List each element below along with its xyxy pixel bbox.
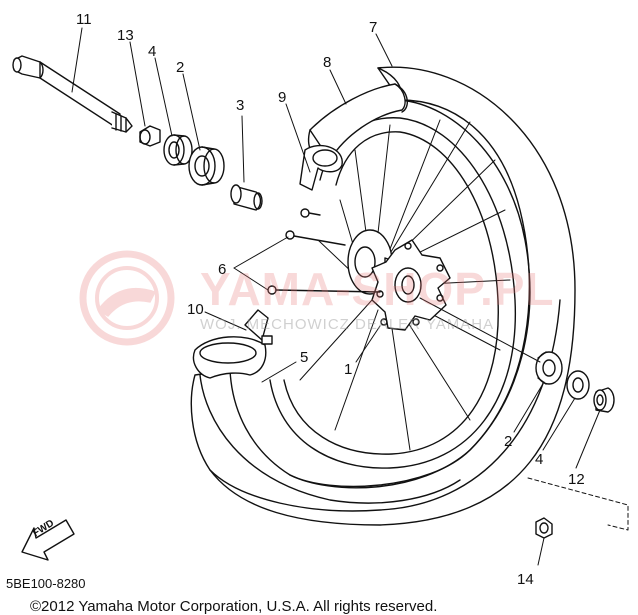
callout-3: 3 — [236, 97, 245, 114]
callout-11: 11 — [76, 11, 92, 28]
callout-6: 6 — [218, 261, 227, 278]
collar — [139, 125, 161, 147]
axle-centerline — [419, 297, 541, 363]
leader-lines — [71, 27, 601, 566]
callout-14: 14 — [517, 571, 534, 588]
spoke-nipples — [267, 208, 381, 295]
bearing-upper — [188, 146, 225, 186]
callout-4-upper: 4 — [148, 43, 157, 60]
parts-12-14-bracket — [527, 477, 629, 531]
callout-2-lower: 2 — [504, 433, 513, 450]
axle-nut — [535, 517, 553, 539]
hub — [347, 229, 451, 331]
callout-1: 1 — [344, 361, 353, 378]
fwd-arrow-icon — [21, 519, 75, 561]
oil-seal-upper — [163, 134, 193, 166]
copyright-notice: ©2012 Yamaha Motor Corporation, U.S.A. A… — [30, 598, 438, 615]
callout-10: 10 — [187, 301, 204, 318]
inner-tube — [192, 336, 461, 504]
diagram-code: 5BE100-8280 — [6, 576, 86, 591]
callout-8: 8 — [323, 54, 332, 71]
watermark-logo — [79, 250, 175, 346]
bearing-lower — [535, 351, 563, 385]
rim — [269, 117, 517, 469]
callout-7: 7 — [369, 19, 378, 36]
watermark-subtitle: WOJ. MECHOWICZ DEALER YAMAHA — [200, 316, 495, 333]
callout-12: 12 — [568, 471, 585, 488]
watermark-title: YAMA-SHOP.PL — [200, 263, 555, 315]
spacer — [230, 184, 263, 211]
callout-5: 5 — [300, 349, 309, 366]
tire — [190, 66, 576, 526]
callout-4-lower: 4 — [535, 451, 544, 468]
collar-lower — [593, 387, 615, 413]
spokes — [299, 119, 511, 451]
valve — [244, 309, 273, 345]
callout-9: 9 — [278, 89, 287, 106]
rim-lock — [299, 145, 343, 191]
oil-seal-lower — [566, 370, 590, 400]
callout-13: 13 — [117, 27, 134, 44]
axle — [12, 55, 133, 133]
callout-2-upper: 2 — [176, 59, 185, 76]
